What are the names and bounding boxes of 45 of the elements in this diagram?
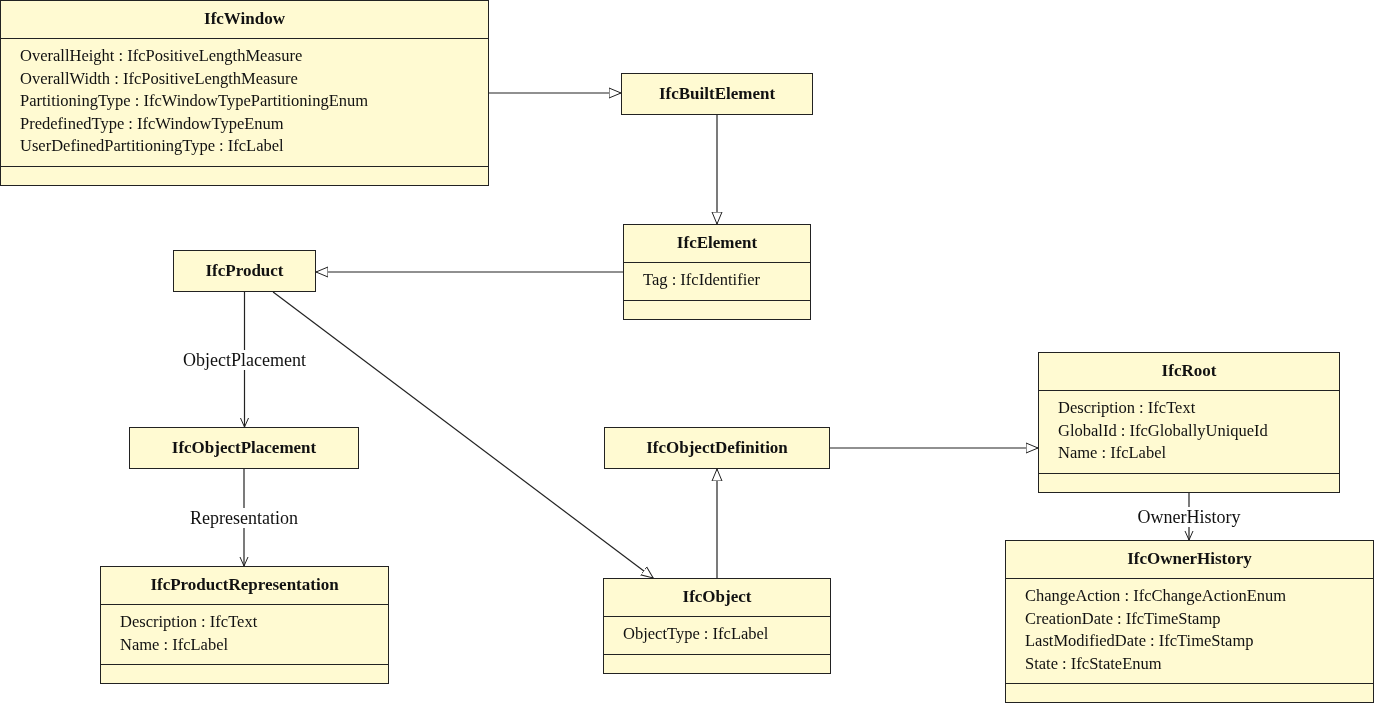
- attribute-text: Tag : IfcIdentifier: [643, 269, 762, 291]
- arrow: [711, 468, 723, 579]
- class-box: [623, 224, 811, 320]
- class-name: IfcProductRepresentation: [149, 574, 340, 596]
- edge-label: Representation: [188, 507, 300, 528]
- attribute-text: PredefinedType : IfcWindowTypeEnum: [20, 112, 285, 135]
- class-box: [129, 427, 359, 469]
- class-name: IfcElement: [675, 232, 759, 254]
- class-name: IfcOwnerHistory: [1126, 548, 1253, 570]
- attribute-text: ChangeAction : IfcChangeActionEnum: [1025, 585, 1288, 607]
- attribute-text: Name : IfcLabel: [1058, 442, 1168, 464]
- class-box: [604, 427, 830, 469]
- class-box: [603, 578, 831, 674]
- class-box: [100, 566, 389, 684]
- attribute-text: PartitioningType : IfcWindowTypePartitioningEnum: [20, 90, 370, 112]
- class-box: [0, 0, 489, 186]
- arrow: [488, 87, 622, 99]
- class-name: IfcBuiltElement: [657, 83, 777, 105]
- class-name: IfcObjectDefinition: [645, 437, 789, 459]
- class-box: [173, 250, 316, 292]
- arrow: [315, 266, 624, 278]
- arrow: [272, 291, 654, 579]
- attribute-text: OverallWidth : IfcPositiveLengthMeasure: [20, 67, 299, 90]
- attribute-text: LastModifiedDate : IfcTimeStamp: [1025, 630, 1255, 652]
- attribute-text: Description : IfcText: [1058, 397, 1197, 419]
- class-name: IfcWindow: [203, 8, 286, 30]
- edge-label: OwnerHistory: [1135, 506, 1243, 527]
- attribute-text: State : IfcStateEnum: [1025, 652, 1163, 675]
- attribute-text: OverallHeight : IfcPositiveLengthMeasure: [20, 45, 304, 67]
- attribute-text: CreationDate : IfcTimeStamp: [1025, 607, 1222, 630]
- class-name: IfcObject: [681, 586, 753, 608]
- class-name: IfcRoot: [1160, 360, 1218, 382]
- class-box: [1038, 352, 1340, 493]
- class-name: IfcObjectPlacement: [170, 437, 318, 459]
- edge-label: ObjectPlacement: [181, 349, 308, 370]
- class-name: IfcProduct: [204, 260, 285, 282]
- attribute-text: ObjectType : IfcLabel: [623, 623, 770, 645]
- attribute-text: Name : IfcLabel: [120, 633, 230, 656]
- attribute-text: GlobalId : IfcGloballyUniqueId: [1058, 419, 1269, 442]
- arrow: [711, 114, 723, 225]
- class-box: [1005, 540, 1374, 703]
- class-box: [621, 73, 813, 115]
- attribute-text: Description : IfcText: [120, 611, 259, 633]
- attribute-text: UserDefinedPartitioningType : IfcLabel: [20, 135, 285, 157]
- arrow: [829, 442, 1039, 454]
